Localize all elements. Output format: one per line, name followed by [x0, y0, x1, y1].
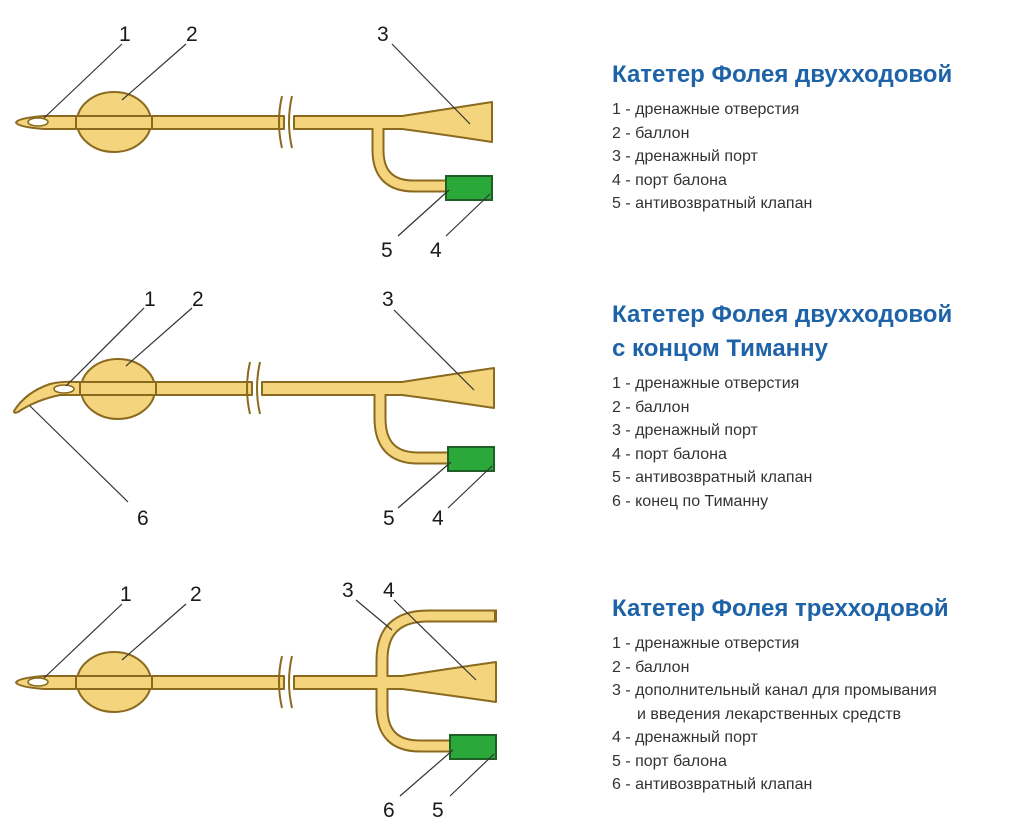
callout-5: 5: [383, 507, 395, 530]
catheter-three-way: 1 2 3 4 6 5: [15, 579, 497, 822]
valve: [445, 175, 493, 201]
legend-item: 1 - дренажные отверстия: [612, 635, 800, 652]
legend-item-text: 3 - дополнительный канал для промывания: [612, 682, 937, 699]
drainage-funnel: [293, 661, 497, 703]
valve: [449, 734, 497, 760]
legend-item: 2 - баллон: [612, 124, 690, 142]
valve: [447, 446, 495, 472]
section-three-way: Катетер Фолея трехходовой 1 - дренажные …: [612, 592, 1012, 797]
callout-3: 3: [342, 579, 354, 602]
drainage-hole: [27, 117, 49, 127]
section-two-way-tiemann: Катетер Фолея двухходовой с концом Тиман…: [612, 298, 1012, 513]
legend-item: 5 - антивозвратный клапан: [612, 469, 813, 486]
callout-3: 3: [377, 23, 389, 46]
legend-list: 1 - дренажные отверстия 2 - баллон 3 - д…: [612, 372, 1012, 513]
catheter-diagram: 1 2 3 5 4 1 2 3 6 5 4: [13, 23, 497, 822]
legend-item: 6 - конец по Тиманну: [612, 492, 769, 510]
catheter-two-way-tiemann: 1 2 3 6 5 4: [13, 288, 495, 530]
legend-item: 5 - порт балона: [612, 752, 727, 770]
shaft-break: [246, 361, 261, 415]
legend-item: 4 - порт балона: [612, 171, 727, 189]
legend-item: 1 - дренажные отверстия: [612, 375, 800, 392]
legend-item: 4 - порт балона: [612, 445, 727, 463]
legend-list: 1 - дренажные отверстия 2 - баллон 3 - д…: [612, 98, 1012, 216]
drainage-funnel: [261, 367, 495, 409]
section-title: Катетер Фолея двухходовой с концом Тиман…: [612, 301, 953, 362]
section-title: Катетер Фолея трехходовой: [612, 595, 949, 622]
callout-3: 3: [382, 288, 394, 311]
callout-6: 6: [383, 799, 395, 822]
callout-5: 5: [381, 239, 393, 262]
section-two-way: Катетер Фолея двухходовой 1 - дренажные …: [612, 58, 1012, 216]
legend-item: 3 - дополнительный канал для промывания …: [612, 679, 1012, 726]
shaft-break: [278, 655, 293, 709]
legend-item: 2 - баллон: [612, 658, 690, 676]
callout-2: 2: [192, 288, 204, 311]
callout-4: 4: [432, 507, 444, 530]
drainage-hole: [53, 384, 75, 394]
callout-1: 1: [144, 288, 156, 311]
drainage-funnel: [293, 101, 493, 143]
section-title: Катетер Фолея двухходовой: [612, 61, 953, 88]
legend-list: 1 - дренажные отверстия 2 - баллон 3 - д…: [612, 632, 1012, 797]
drainage-hole: [27, 677, 49, 687]
callout-5: 5: [432, 799, 444, 822]
legend-item: 1 - дренажные отверстия: [612, 101, 800, 118]
catheter-two-way: 1 2 3 5 4: [15, 23, 493, 262]
legend-item: 3 - дренажный порт: [612, 422, 758, 439]
legend-item: 3 - дренажный порт: [612, 148, 758, 165]
callout-2: 2: [186, 23, 198, 46]
legend-item: 5 - антивозвратный клапан: [612, 195, 813, 212]
legend-item: 6 - антивозвратный клапан: [612, 776, 813, 793]
callout-1: 1: [120, 583, 132, 606]
callout-2: 2: [190, 583, 202, 606]
callout-6: 6: [137, 507, 149, 530]
shaft-break: [278, 95, 293, 149]
legend-item-continuation: и введения лекарственных средств: [637, 705, 902, 723]
callout-4: 4: [430, 239, 442, 262]
legend-item: 2 - баллон: [612, 398, 690, 416]
callout-4: 4: [383, 579, 395, 602]
callout-1: 1: [119, 23, 131, 46]
legend-item: 4 - дренажный порт: [612, 729, 758, 746]
